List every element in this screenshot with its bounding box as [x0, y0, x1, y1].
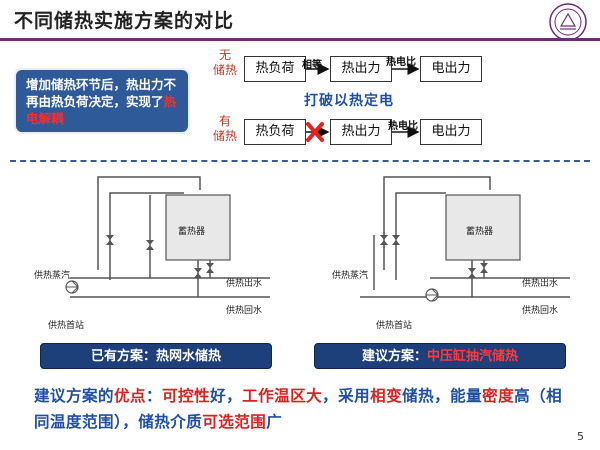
page-number: 5	[577, 430, 584, 443]
left-system-diagram	[65, 176, 270, 298]
flow-arrows	[306, 63, 420, 142]
no-storage-label: 无 储热	[210, 48, 240, 78]
right-station-label: 供热首站	[376, 321, 413, 331]
right-system-diagram	[360, 176, 570, 302]
summary-highlight: 工作温区大	[242, 387, 323, 405]
summary-highlight: 可控性	[162, 387, 211, 405]
with-storage-label-2: 储热	[212, 129, 237, 143]
left-steam-label: 供热蒸汽	[34, 271, 71, 281]
right-steam-label: 供热蒸汽	[332, 271, 369, 281]
right-tank-label: 蓄热器	[466, 227, 494, 237]
summary-text: 高（相同温度范围），储热介质	[34, 387, 563, 431]
university-seal-icon	[549, 3, 587, 41]
summary-text: 好，	[210, 387, 243, 405]
summary-text: ：	[146, 387, 163, 405]
top-heat-load-box: 热负荷	[244, 56, 306, 82]
right-out-water-label: 供热出水	[522, 279, 559, 289]
left-out-water-label: 供热出水	[226, 279, 263, 289]
proposed-scheme-name: 中压缸抽汽储热	[427, 349, 519, 364]
left-station-label: 供热首站	[48, 321, 85, 331]
bottom-heat-output-box: 热出力	[330, 119, 392, 145]
summary-text: ，采用	[322, 387, 371, 405]
page-title: 不同储热实施方案的对比	[14, 10, 235, 32]
summary-highlight: 相变	[370, 387, 403, 405]
right-return-water-label: 供热回水	[522, 306, 559, 316]
with-storage-label: 有 储热	[210, 114, 240, 144]
existing-scheme-banner: 已有方案：热网水储热	[40, 343, 272, 369]
left-return-water-label: 供热回水	[226, 306, 263, 316]
no-storage-label-1: 无	[218, 48, 231, 62]
section-divider	[10, 160, 590, 162]
bottom-ratio-label: 热电比	[388, 121, 418, 132]
summary-text: 建议方案的	[34, 387, 115, 405]
bottom-heat-load-box: 热负荷	[244, 119, 306, 145]
proposed-scheme-prefix: 建议方案：	[361, 349, 427, 364]
proposed-scheme-banner: 建议方案：中压缸抽汽储热	[314, 343, 566, 369]
top-power-output-box: 电出力	[420, 56, 482, 82]
bottom-power-output-box: 电出力	[420, 119, 482, 145]
summary-highlight: 优点	[114, 387, 147, 405]
existing-scheme-prefix: 已有方案：	[90, 349, 156, 364]
summary-text: 广	[266, 413, 283, 431]
advantages-summary: 建议方案的优点：可控性好，工作温区大，采用相变储热，能量密度高（相同温度范围），…	[34, 383, 574, 435]
top-heat-output-box: 热出力	[330, 56, 392, 82]
callout-text: 增加储热环节后，热出力不再由热负荷决定，实现了	[26, 77, 177, 109]
summary-highlight: 可选范围	[202, 413, 267, 431]
top-ratio-label: 热电比	[386, 57, 416, 68]
existing-scheme-name: 热网水储热	[156, 349, 222, 364]
with-storage-label-1: 有	[218, 114, 231, 128]
decoupling-callout: 增加储热环节后，热出力不再由热负荷决定，实现了热电解耦	[14, 68, 190, 134]
break-text: 打破以热定电	[304, 93, 394, 109]
summary-highlight: 密度	[482, 387, 515, 405]
top-equal-label: 相等	[302, 60, 322, 71]
no-storage-label-2: 储热	[212, 63, 237, 77]
cross-icon	[306, 122, 324, 142]
callout-highlight: 热电解耦	[26, 94, 177, 126]
title-underline	[0, 38, 600, 41]
left-tank-label: 蓄热器	[178, 227, 206, 237]
summary-text: 储热，能量	[402, 387, 483, 405]
